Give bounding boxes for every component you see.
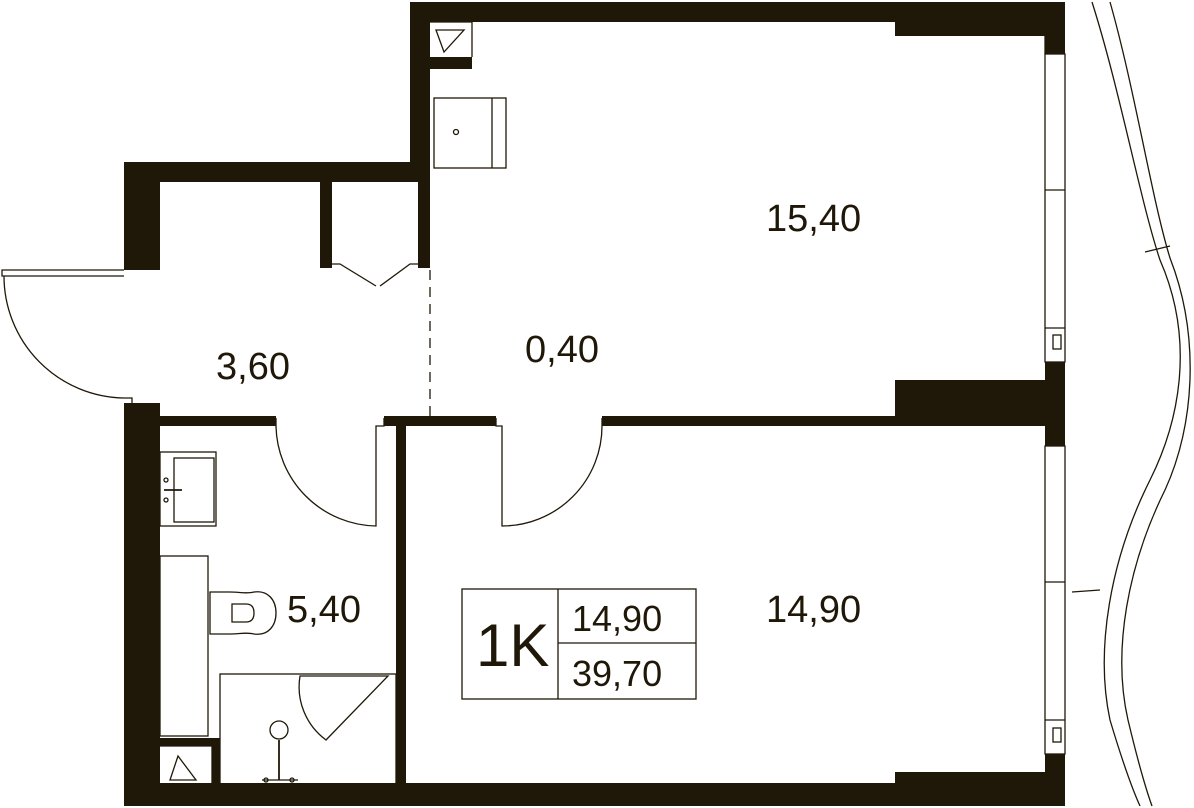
bath-cabinet-icon — [159, 555, 209, 737]
kitchen-unit-icon — [433, 97, 507, 169]
bedroom-door — [495, 418, 603, 527]
walls — [124, 2, 1065, 806]
wall-bottom-right-pier — [895, 772, 1065, 806]
window-bedroom-handle — [1052, 727, 1062, 743]
wall-lower-left — [124, 403, 160, 806]
summary-box: 1K 14,90 39,70 — [461, 588, 697, 700]
window-living-room — [1044, 53, 1066, 363]
windows — [1044, 53, 1066, 755]
room-labels: 15,40 0,40 3,60 5,40 14,90 — [216, 198, 861, 631]
closet-door-left — [332, 263, 377, 287]
wall-shaft-bottom — [160, 738, 220, 746]
wall-bottom — [124, 783, 1065, 806]
bathroom-door — [275, 418, 385, 527]
wall-shaft-lower — [420, 57, 472, 69]
window-living-handle — [1052, 334, 1062, 350]
area-bathroom: 5,40 — [287, 589, 361, 631]
fixtures — [159, 97, 507, 785]
balcony-curve — [1071, 1, 1191, 807]
area-living-room: 15,40 — [766, 198, 861, 240]
thin-lines — [1, 21, 1046, 527]
wall-hall-top — [124, 162, 430, 182]
wall-closet-right — [418, 182, 430, 268]
wall-top-right-pier — [895, 2, 1045, 36]
entrance-door — [1, 269, 133, 408]
wall-right-top — [1045, 2, 1065, 54]
closet-door-right — [379, 263, 418, 287]
shaft-top — [430, 21, 473, 57]
living-area-value: 14,90 — [572, 598, 662, 639]
wall-upper-left — [410, 2, 430, 182]
wall-bath-bedroom — [396, 426, 406, 786]
area-hallway: 3,60 — [216, 346, 290, 388]
wall-closet-left — [320, 182, 332, 268]
shaft-bottom — [160, 745, 213, 783]
wall-shaft-bottom-right — [212, 738, 220, 786]
shower-head-icon — [269, 720, 289, 740]
bathroom-sink-icon — [159, 451, 217, 527]
wall-partition-mid — [384, 416, 496, 426]
wall-partition-left — [140, 416, 276, 426]
toilet-icon — [209, 591, 277, 635]
window-bedroom — [1044, 445, 1066, 755]
wall-mid-pier — [895, 380, 1065, 426]
wall-partition-right — [602, 416, 902, 426]
total-area-value: 39,70 — [572, 653, 662, 694]
area-corridor: 0,40 — [525, 329, 599, 371]
apartment-type-code: 1K — [476, 612, 549, 679]
area-bedroom: 14,90 — [766, 589, 861, 631]
wall-hall-left-pier — [124, 162, 160, 270]
kitchen-drain-icon — [452, 128, 460, 136]
shower-icon — [219, 673, 397, 785]
